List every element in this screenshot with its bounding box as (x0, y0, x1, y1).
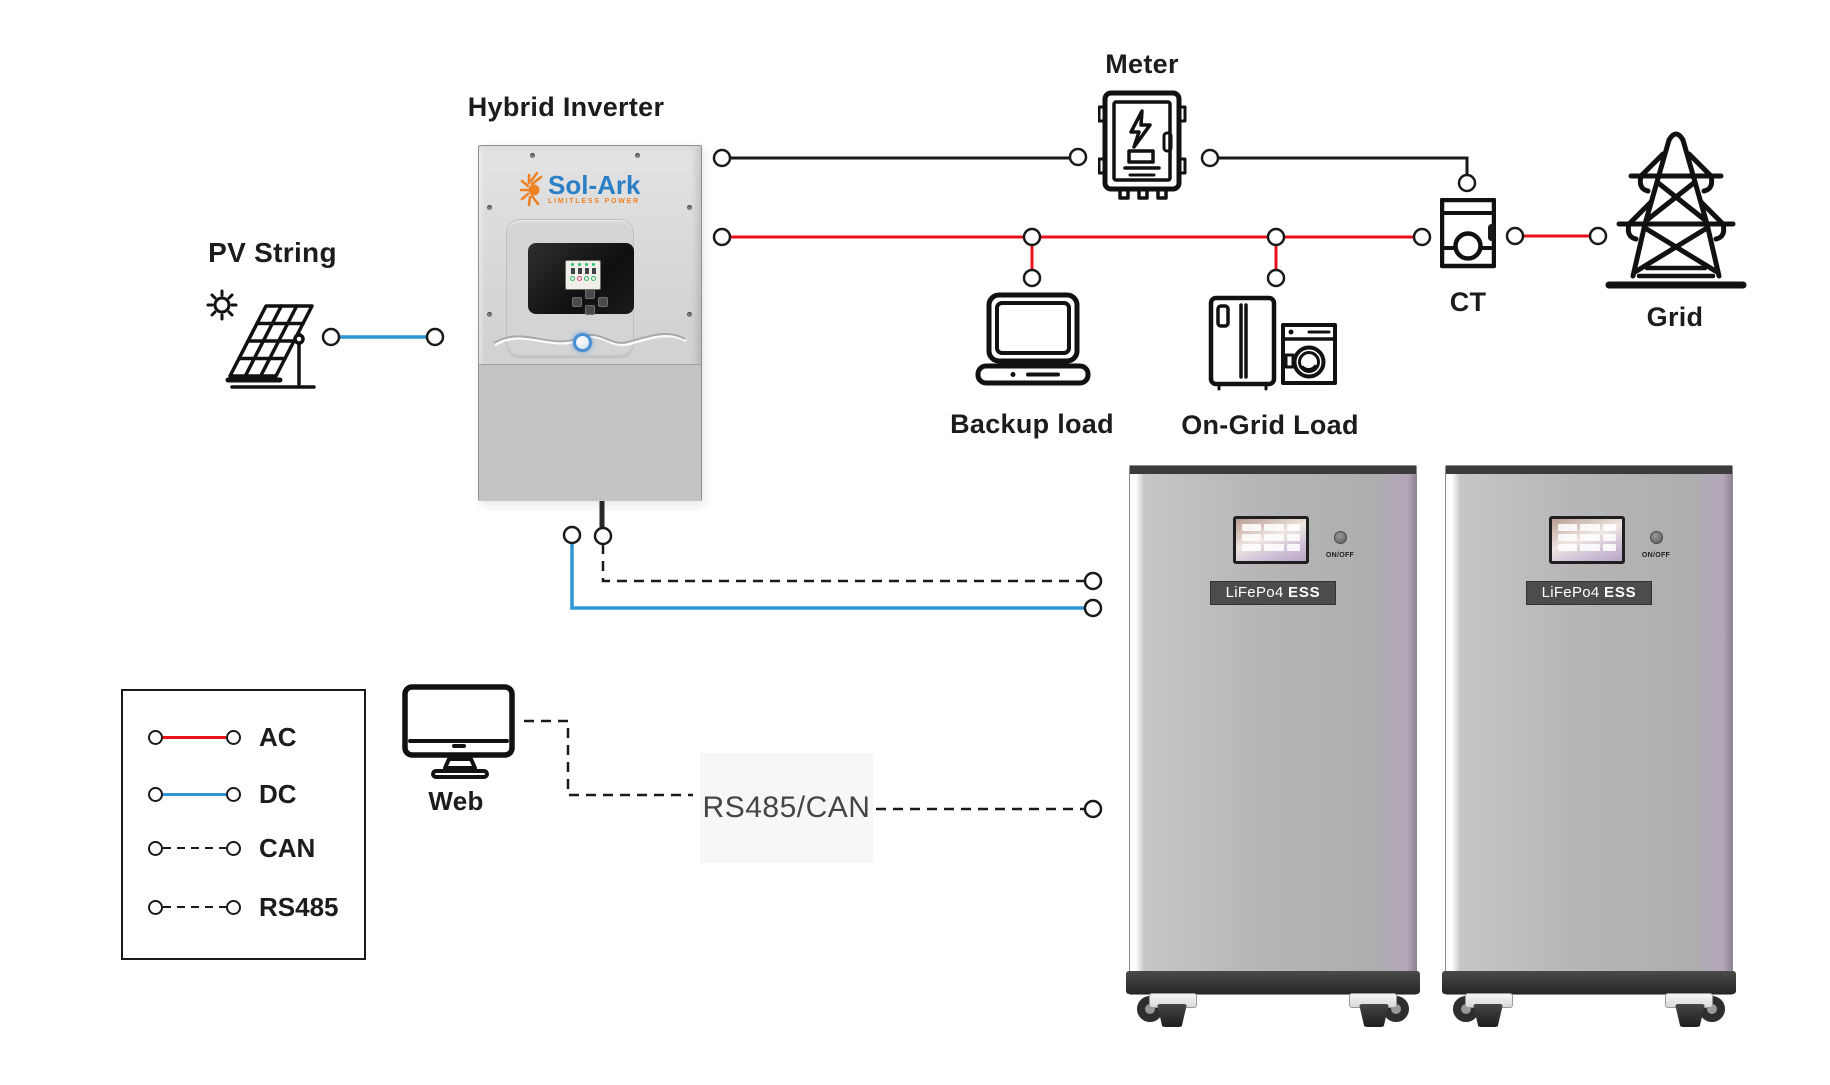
battery-base (1442, 971, 1736, 994)
dc-wire-battery (570, 543, 1085, 610)
screw-icon (687, 205, 692, 210)
terminal-circles (321, 147, 1608, 819)
hybrid-inverter-unit: Sol-Ark LIMITLESS POWER (478, 145, 702, 501)
legend-terminal-icon (226, 786, 241, 802)
on-off-label: ON/OFF (1325, 552, 1355, 559)
sol-ark-logo: Sol-Ark LIMITLESS POWER (519, 171, 640, 207)
grid-tower-icon (1605, 131, 1747, 289)
inverter-tagline-text: LIMITLESS POWER (548, 198, 640, 205)
battery-body (1129, 465, 1417, 995)
solar-panel-icon (206, 289, 316, 389)
screw-icon (530, 153, 535, 158)
legend-terminal-icon (148, 729, 163, 745)
dc-line-sample (163, 792, 226, 796)
battery-unit-1: ON/OFF LiFePo4 ESS (1126, 465, 1420, 1027)
inverter-display-panel (528, 243, 634, 315)
ct-label: CT (1449, 287, 1487, 317)
ac-wire-black (730, 156, 1469, 175)
legend-label: RS485 (259, 891, 339, 922)
on-grid-load-label: On-Grid Load (1181, 410, 1359, 440)
grid-label: Grid (1646, 302, 1704, 332)
inverter-screen (565, 260, 601, 290)
monitor-icon (402, 684, 515, 779)
pv-string-label: PV String (208, 237, 337, 268)
sunburst-icon (519, 171, 543, 207)
nav-up-button (585, 289, 595, 299)
ac-line-sample (163, 735, 226, 739)
on-off-button (1649, 531, 1663, 544)
legend-terminal-icon (226, 899, 241, 915)
battery-screen (1549, 516, 1625, 564)
legend-terminal-icon (226, 840, 241, 856)
legend-label: CAN (259, 832, 316, 863)
battery-model-bold: ESS (1604, 584, 1637, 601)
rs485-line-sample (163, 905, 226, 909)
caster-wheel-icon (1453, 993, 1517, 1027)
screw-icon (487, 312, 492, 317)
battery-screen (1233, 516, 1309, 564)
rs485-wire-web (524, 719, 1085, 811)
on-off-button (1333, 531, 1347, 544)
legend-item-ac: AC (148, 722, 297, 752)
fridge-icon (1208, 295, 1277, 391)
nav-left-button (572, 297, 582, 307)
battery-unit-2: ON/OFF LiFePo4 ESS (1442, 465, 1736, 1027)
inverter-lower-panel (479, 364, 701, 501)
web-label: Web (428, 786, 484, 816)
battery-top-trim (1446, 466, 1732, 474)
battery-model-regular: LiFePo4 (1225, 584, 1284, 601)
decorative-wave (493, 332, 687, 347)
screw-icon (687, 312, 692, 317)
can-line-sample (163, 846, 226, 850)
can-wire-battery (601, 544, 1085, 583)
nav-down-button (585, 305, 595, 315)
ct-icon (1440, 198, 1496, 269)
screen-icons (566, 268, 600, 274)
legend-label: AC (259, 721, 297, 752)
legend-terminal-icon (148, 840, 163, 856)
caster-wheel-icon (1137, 993, 1201, 1027)
legend-item-can: CAN (148, 833, 315, 863)
battery-base (1126, 971, 1420, 994)
legend-terminal-icon (226, 729, 241, 745)
caster-wheel-icon (1345, 993, 1409, 1027)
meter-icon (1098, 90, 1187, 200)
rs485-can-label: RS485/CAN (702, 791, 871, 824)
battery-model-regular: LiFePo4 (1541, 584, 1600, 601)
legend-terminal-icon (148, 786, 163, 802)
washing-machine-icon (1281, 323, 1337, 385)
legend-item-rs485: RS485 (148, 892, 339, 922)
power-button (573, 333, 592, 352)
battery-model-bold: ESS (1288, 584, 1321, 601)
sun-icon (206, 289, 238, 321)
caster-wheel-icon (1661, 993, 1725, 1027)
battery-model-plate: LiFePo4 ESS (1210, 581, 1336, 605)
nav-right-button (598, 297, 608, 307)
rs485-can-label-box: RS485/CAN (700, 753, 873, 863)
battery-top-trim (1130, 466, 1416, 474)
meter-label: Meter (1105, 49, 1179, 79)
legend-item-dc: DC (148, 779, 297, 809)
appliances-icon (1208, 295, 1337, 391)
legend-box: AC DC CAN RS485 (121, 689, 366, 960)
legend-terminal-icon (148, 899, 163, 915)
inverter-brand-text: Sol-Ark (548, 170, 641, 200)
hybrid-inverter-label: Hybrid Inverter (467, 92, 665, 122)
laptop-icon (975, 292, 1091, 386)
battery-model-plate: LiFePo4 ESS (1526, 581, 1652, 605)
backup-load-label: Backup load (950, 409, 1114, 439)
status-led-row (566, 263, 600, 266)
on-off-label: ON/OFF (1641, 552, 1671, 559)
screen-gauges (566, 276, 600, 281)
legend-label: DC (259, 778, 297, 809)
screw-icon (487, 205, 492, 210)
screw-icon (635, 153, 640, 158)
ac-wire-red (730, 234, 1590, 270)
